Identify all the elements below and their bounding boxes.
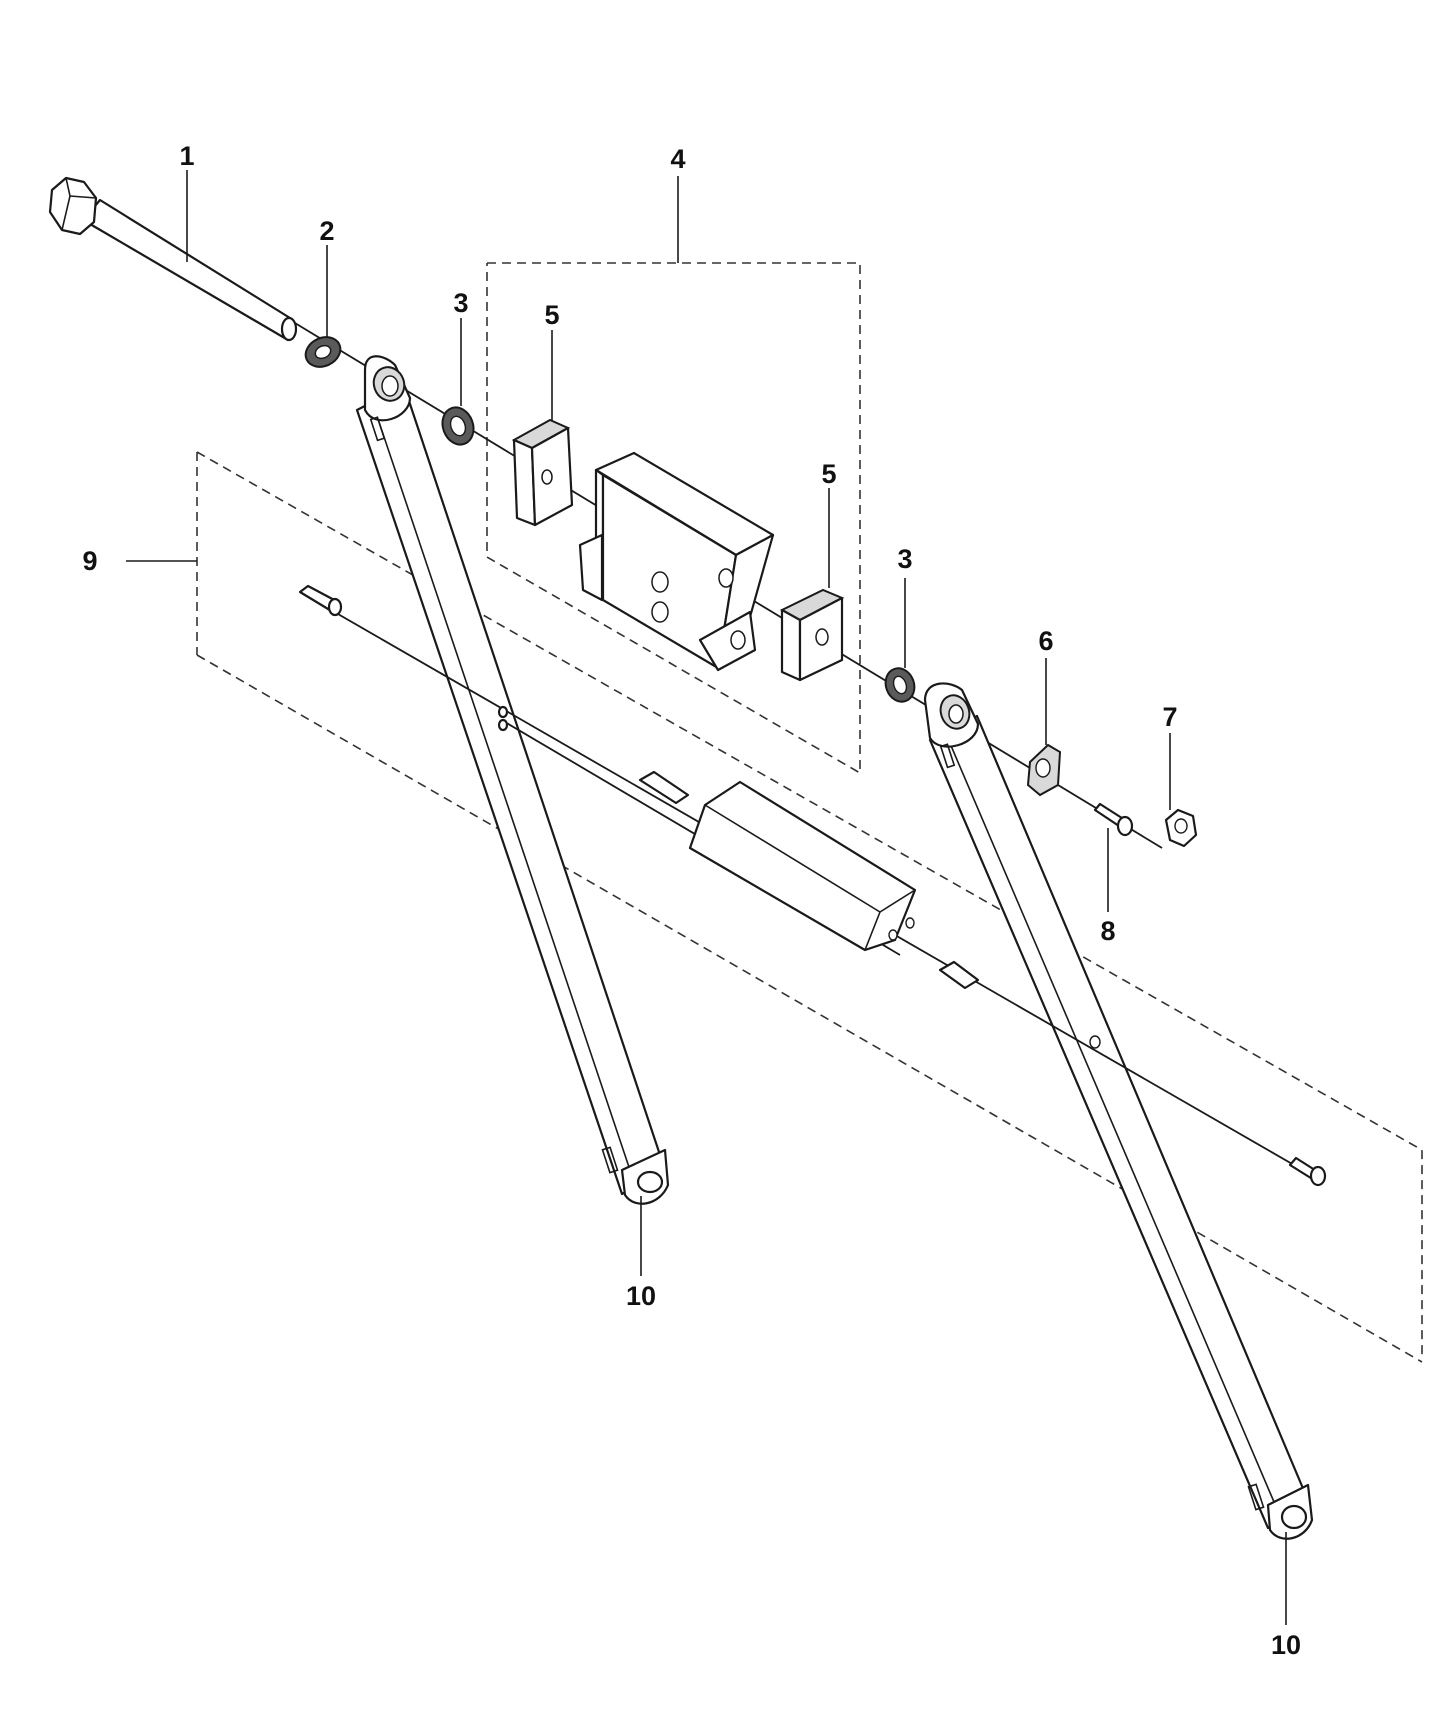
callout-label: 3 (897, 544, 912, 574)
callout-label: 5 (821, 459, 836, 489)
callout-label: 3 (453, 288, 468, 318)
part-10-right-arm (923, 682, 1314, 1540)
group-box-9 (196, 451, 1423, 1363)
part-8-small-screw (1093, 802, 1134, 837)
part-5-block-left (511, 418, 574, 527)
part-1-long-bolt (48, 176, 298, 342)
part-7-nut (1164, 808, 1198, 848)
part-10-left-arm (355, 355, 670, 1205)
callout-label: 5 (544, 300, 559, 330)
part-6-cam-washer (1026, 743, 1062, 797)
part-2-washer (304, 336, 342, 368)
callout-label: 8 (1100, 916, 1115, 946)
group-box-4 (486, 262, 861, 775)
callout-label: 10 (1271, 1630, 1301, 1660)
callout-label: 2 (319, 216, 334, 246)
callout-label: 7 (1162, 702, 1177, 732)
leader-lines (126, 170, 1287, 1625)
part-3-washer-right (884, 667, 916, 703)
callout-label: 4 (670, 144, 685, 174)
part-9-strut-assembly (298, 584, 1327, 1187)
callout-label: 9 (82, 546, 97, 576)
part-3-washer-left (441, 406, 475, 446)
part-5-block-right (779, 588, 845, 682)
part-4-bracket (578, 451, 775, 672)
callout-label: 6 (1038, 626, 1053, 656)
callout-label: 10 (626, 1281, 656, 1311)
callout-labels: 1 2 3 4 5 5 3 6 7 8 9 10 10 (82, 141, 1301, 1660)
callout-label: 1 (179, 141, 194, 171)
